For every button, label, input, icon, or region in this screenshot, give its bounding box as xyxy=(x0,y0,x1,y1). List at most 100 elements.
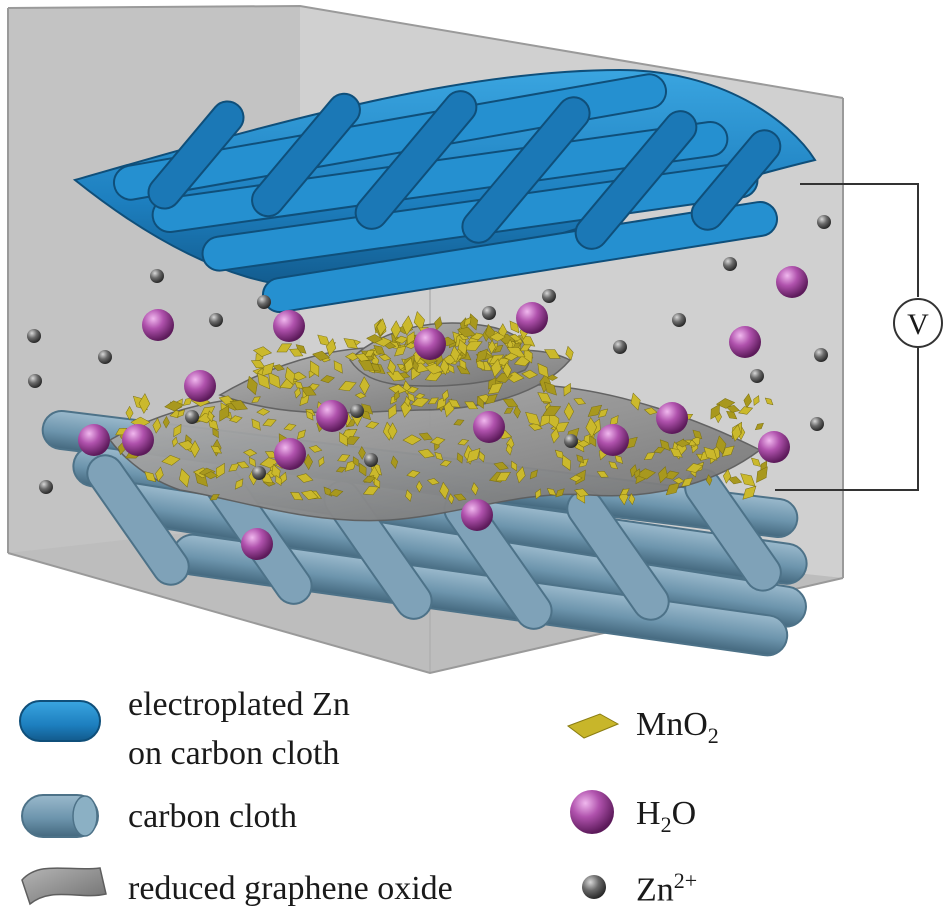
mno2-flake xyxy=(464,401,479,410)
zn-ion xyxy=(257,295,271,309)
mno2-flake xyxy=(493,344,504,353)
mno2-flake xyxy=(152,417,162,434)
mno2-flake xyxy=(388,403,397,420)
mno2-flake xyxy=(352,456,359,467)
water-molecule xyxy=(758,431,790,463)
mno2-flake xyxy=(439,459,452,467)
mno2-flake xyxy=(359,376,370,396)
mno2-flake xyxy=(320,375,335,384)
mno2-flake xyxy=(318,456,325,467)
mno2-flake xyxy=(478,450,485,463)
mno2-flake xyxy=(144,471,157,483)
zn-ion xyxy=(814,348,828,362)
mno2-flake xyxy=(731,424,742,442)
legend-mno2-icon xyxy=(566,713,620,739)
mno2-flake xyxy=(685,463,704,473)
mno2-flake xyxy=(390,455,399,469)
mno2-flake xyxy=(485,394,498,405)
mno2-flake xyxy=(589,435,596,447)
mno2-flake xyxy=(503,352,519,361)
mno2-flake xyxy=(406,470,421,478)
mno2-flake xyxy=(725,405,741,413)
mno2-flake xyxy=(229,400,248,411)
mno2-flake xyxy=(764,397,774,406)
mno2-flake xyxy=(456,452,464,464)
mno2-flake xyxy=(234,478,244,490)
mno2-flake xyxy=(390,320,402,340)
mno2-flake xyxy=(448,399,461,408)
mno2-flake xyxy=(715,398,736,409)
mno2-flake xyxy=(503,407,514,414)
mno2-flake xyxy=(418,432,433,441)
mno2-flake xyxy=(463,316,472,327)
voltmeter: V xyxy=(893,298,943,348)
zn-ion xyxy=(28,374,42,388)
mno2-flake xyxy=(300,386,317,396)
mno2-flake xyxy=(338,381,357,392)
mno2-flake xyxy=(597,408,609,418)
mno2-flake xyxy=(354,353,370,362)
legend-water-label: H2O xyxy=(636,795,697,837)
legend-zn-ion-icon xyxy=(582,875,606,899)
mno2-flake xyxy=(453,493,467,501)
legend-carbon-cloth-label: carbon cloth xyxy=(128,798,297,835)
mno2-flake xyxy=(276,343,293,353)
mno2-flake xyxy=(429,436,446,446)
mno2-flake xyxy=(493,461,509,471)
mno2-flake xyxy=(365,421,380,429)
mno2-flake xyxy=(343,338,359,349)
water-molecule xyxy=(461,499,493,531)
mno2-flake xyxy=(301,490,319,500)
water-molecule xyxy=(78,424,110,456)
mno2-flake xyxy=(283,423,297,431)
mno2-flake xyxy=(434,451,444,461)
mno2-flake xyxy=(544,381,557,396)
mno2-flake xyxy=(629,464,638,478)
mno2-flake xyxy=(727,476,743,485)
legend-zn-cloth-icon xyxy=(19,700,101,742)
mno2-flake xyxy=(459,358,467,371)
mno2-flake xyxy=(439,358,450,376)
mno2-flake xyxy=(289,348,304,357)
mno2-flake xyxy=(643,452,656,461)
voltmeter-label: V xyxy=(907,308,929,341)
mno2-flake xyxy=(487,382,504,395)
mno2-flake xyxy=(488,377,497,390)
mno2-flake xyxy=(505,443,513,456)
mno2-flake xyxy=(406,331,415,346)
water-molecules xyxy=(78,266,808,560)
mno2-flake xyxy=(523,347,533,364)
mno2-flake xyxy=(471,482,479,496)
mno2-flake xyxy=(450,345,460,363)
zn-ion xyxy=(185,410,199,424)
mno2-flake xyxy=(251,418,261,431)
mno2-flake xyxy=(563,402,574,421)
water-molecule xyxy=(516,302,548,334)
zn-ion xyxy=(750,369,764,383)
zn-ion xyxy=(817,215,831,229)
mno2-flake xyxy=(212,427,219,439)
mno2-flake xyxy=(619,488,630,496)
zn-ion xyxy=(98,350,112,364)
mno2-flake xyxy=(442,389,449,402)
mno2-flake xyxy=(513,405,521,419)
mno2-flake xyxy=(448,363,455,374)
zn-ion xyxy=(542,289,556,303)
mno2-flake xyxy=(563,382,572,397)
mno2-flake xyxy=(546,374,559,381)
mno2-flake xyxy=(305,410,314,421)
mno2-flake xyxy=(426,478,440,486)
mno2-flake xyxy=(268,371,281,389)
mno2-flake xyxy=(402,434,422,446)
mno2-flake xyxy=(246,375,258,396)
mno2-flake xyxy=(550,427,560,444)
mno2-flake xyxy=(710,403,720,420)
mno2-flake xyxy=(414,393,426,400)
mno2-flake xyxy=(312,350,331,361)
mno2-flake xyxy=(203,471,219,480)
mno2-flake xyxy=(394,345,407,357)
mno2-flake xyxy=(354,392,367,399)
mno2-flake xyxy=(417,448,435,459)
mno2-flake xyxy=(753,395,760,406)
